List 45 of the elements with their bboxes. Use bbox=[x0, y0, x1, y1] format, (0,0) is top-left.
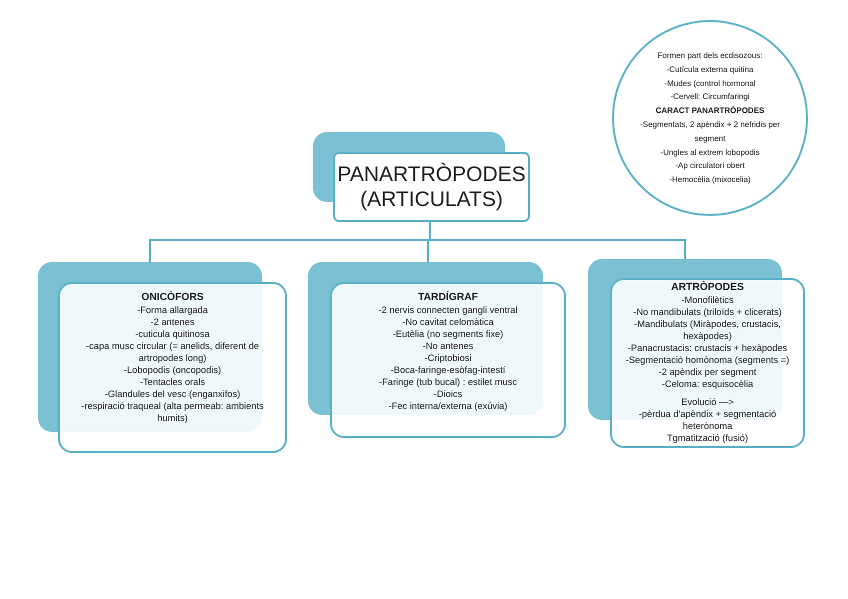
body-text: -Dioics bbox=[434, 388, 462, 400]
info-card bbox=[610, 278, 805, 448]
body-text: -Cervell: Circumfaringi bbox=[670, 91, 750, 104]
body-text: -Eutèlia (no segments fixe) bbox=[392, 328, 504, 340]
body-text: -No mandibulats (triloïds + clicerats) bbox=[633, 306, 782, 318]
info-card bbox=[330, 282, 566, 438]
body-text: -Ap circulatori obert bbox=[675, 160, 745, 172]
body-text: -Hemocèlia (mixocelia) bbox=[669, 174, 751, 186]
body-text: -Tentacles orals bbox=[140, 376, 206, 388]
body-text: -Criptobiosi bbox=[424, 352, 472, 364]
heading-text: TARDÍGRAF bbox=[418, 292, 478, 304]
body-text: -Panacrustacis: crustacis + hexàpodes bbox=[628, 342, 788, 354]
body-text: -cuticula quitinosa bbox=[135, 328, 210, 340]
body-text: -Celoma: esquisocèlia bbox=[662, 378, 754, 390]
body-text: -Glandules del vesc (enganxifos) bbox=[104, 388, 240, 400]
body-text: -Segmentats, 2 apèndix + 2 nefridis per segment bbox=[639, 119, 781, 145]
body-text: -Mudes (control hormonal bbox=[664, 78, 756, 90]
body-text: -No cavitat celomàtica bbox=[402, 316, 494, 328]
body-text: Evolució —> bbox=[681, 396, 734, 408]
body-text: -2 apèndix per segment bbox=[658, 366, 756, 378]
body-text: -2 nervis connecten gangli ventral bbox=[378, 304, 518, 316]
heading-text: ARTRÒPODES bbox=[671, 282, 744, 294]
body-text: -respiració traqueal (alta permeab: ambients humits) bbox=[80, 400, 265, 424]
info-card bbox=[58, 282, 287, 453]
body-text: -Monofilètics bbox=[681, 294, 734, 306]
body-text: -Boca-faringe-esòfag-intestí bbox=[390, 364, 506, 376]
body-text: -No antenes bbox=[422, 340, 474, 352]
body-text: -capa musc circular (= anelids, diferent de artropodes long) bbox=[85, 340, 260, 364]
body-text: Tgmatització (fusió) bbox=[666, 432, 748, 444]
body-text: PANARTRÒPODES (ARTICULATS) bbox=[337, 162, 526, 212]
body-text: -Forma allargada bbox=[137, 304, 208, 316]
body-text: -Lobopodis (oncopodis) bbox=[124, 364, 222, 376]
title-box bbox=[333, 152, 530, 222]
body-text: -Cutícula externa quitina bbox=[666, 64, 754, 76]
body-text: -pèrdua d'apèndix + segmentació heterònoma bbox=[638, 408, 778, 432]
body-text: -Segmentació homònoma (segments =) bbox=[626, 354, 790, 366]
heading-text: CARACT PANARTRÒPODES bbox=[656, 104, 764, 118]
connector-line bbox=[429, 222, 686, 259]
body-text: Formen part dels ecdisozous: bbox=[658, 50, 762, 62]
heading-text: ONICÒFORS bbox=[141, 292, 204, 304]
body-text: -Faringe (tub bucal) : estilet musc bbox=[379, 376, 517, 388]
body-text: -Fec interna/externa (exúvia) bbox=[388, 400, 508, 412]
body-text: -2 antenes bbox=[150, 316, 194, 328]
body-text: -Ungles al extrem lobopodis bbox=[660, 146, 760, 159]
body-text: -Mandibulats (Miràpodes, crustacis, hexàpodes) bbox=[633, 318, 782, 342]
